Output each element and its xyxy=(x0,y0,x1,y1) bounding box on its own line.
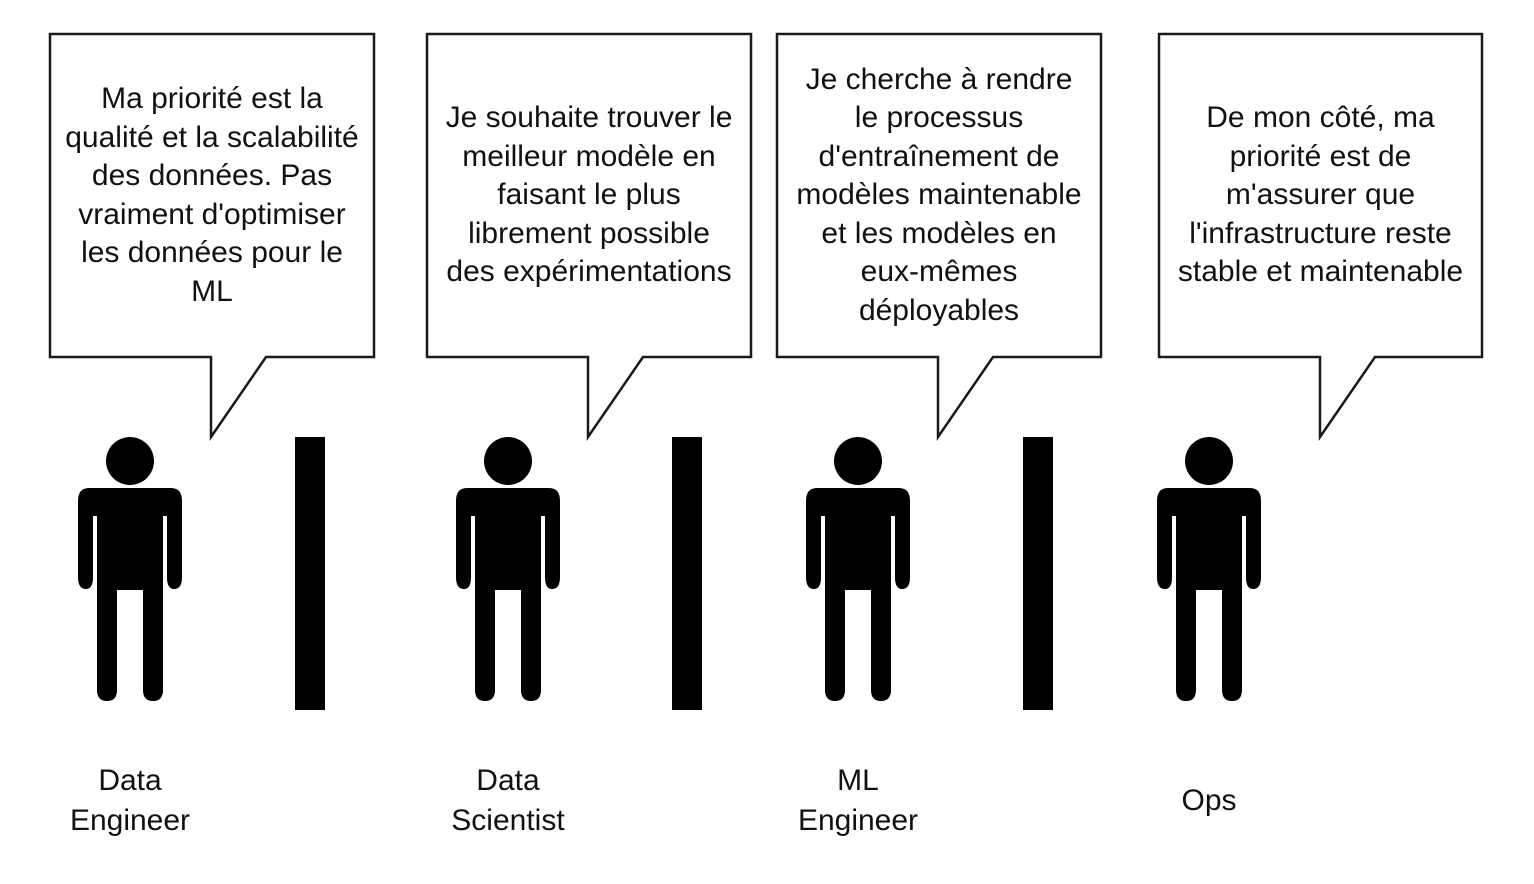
person-icon xyxy=(1157,437,1261,701)
persona-ml-engineer xyxy=(775,32,1103,701)
persona-data-engineer xyxy=(48,32,376,701)
role-label-ml-engineer: ML Engineer xyxy=(797,764,919,837)
speech-bubble xyxy=(775,32,1103,442)
speech-text-data-engineer: Ma priorité est la qualité et la scalabi… xyxy=(65,82,359,308)
persona-ops xyxy=(1157,32,1484,701)
role-label-ops: Ops xyxy=(1181,784,1237,817)
person-icon xyxy=(456,437,560,701)
role-label-data-engineer: Data Engineer xyxy=(69,764,191,837)
speech-bubble xyxy=(48,32,376,442)
person-icon xyxy=(78,437,182,701)
role-label-data-scientist: Data Scientist xyxy=(451,764,565,837)
speech-text-data-scientist: Je souhaite trouver le meilleur modèle e… xyxy=(445,101,733,289)
speech-text-ops: De mon côté, ma priorité est de m'assure… xyxy=(1177,101,1464,289)
persona-data-scientist xyxy=(425,32,753,701)
separator-bar xyxy=(295,437,325,710)
speech-bubble xyxy=(425,32,753,442)
speech-bubble xyxy=(1157,32,1484,442)
separator-bar xyxy=(1023,437,1053,710)
speech-text-ml-engineer: Je cherche à rendre le processus d'entra… xyxy=(796,62,1082,327)
person-icon xyxy=(806,437,910,701)
separator-bar xyxy=(672,437,702,710)
